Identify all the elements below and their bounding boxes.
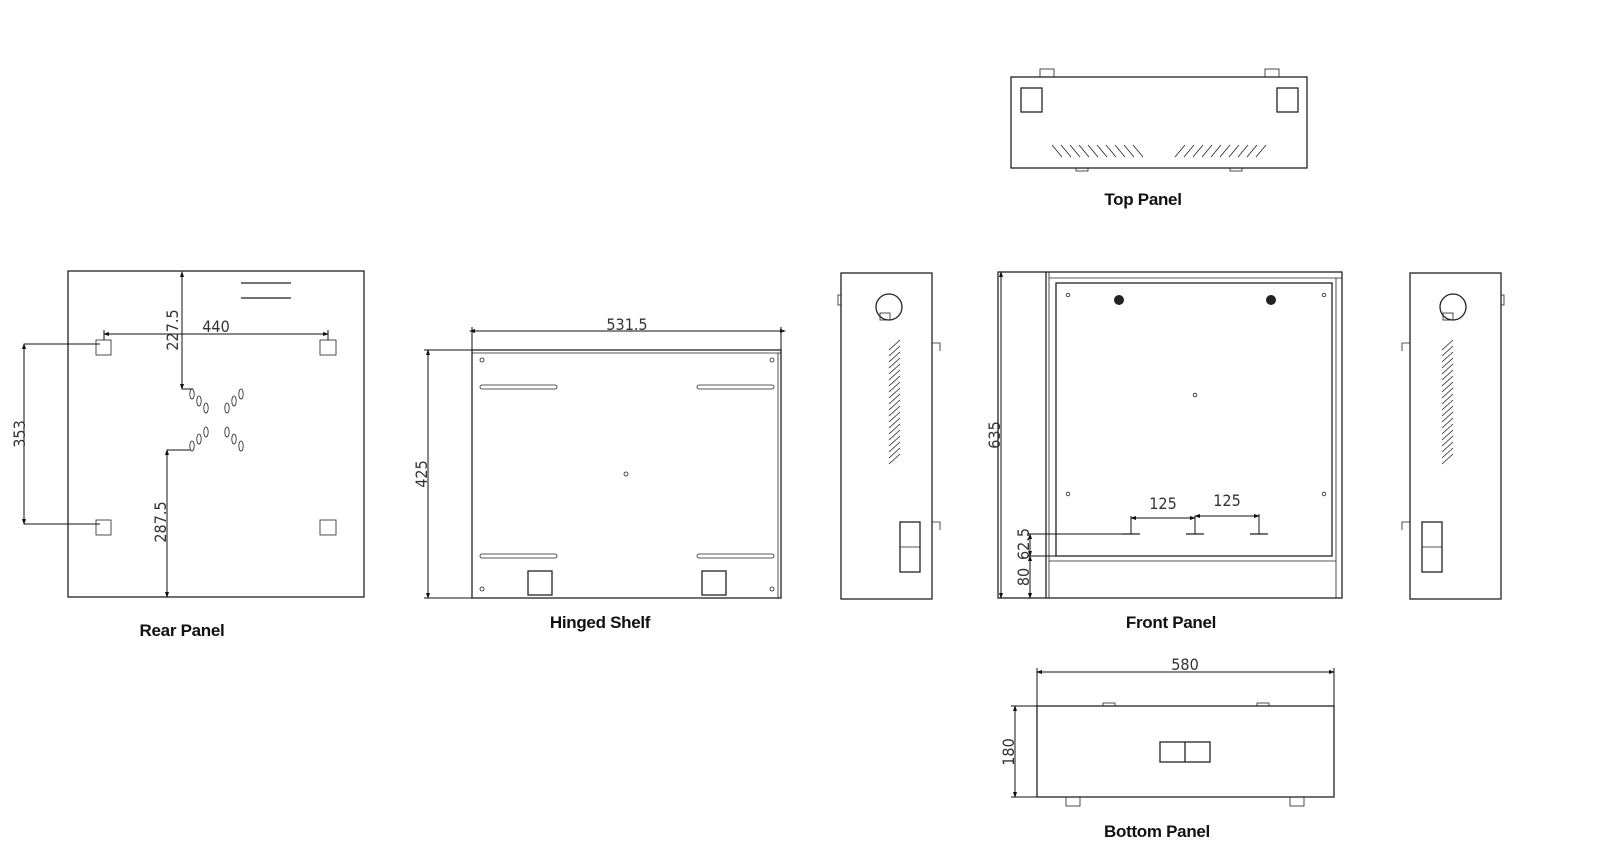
vent-slot [1441,381,1454,393]
vent-slot [888,363,901,375]
vent-slot [1441,453,1454,465]
vent-slot [1096,144,1108,158]
vent-slot [888,447,901,459]
hinged-shelf-view: 531.5 425 Hinged Shelf [412,315,786,632]
keyhole-slot [189,388,195,400]
vent-slot [1441,411,1454,423]
vent-slot [888,357,901,369]
vent-slot [888,453,901,465]
vent-slot [1078,144,1090,158]
vent-slot [888,429,901,441]
keyhole-slot [224,402,230,414]
vent-slot [1441,345,1454,357]
dim-531-5: 531.5 [606,315,647,334]
vent-slot [1441,435,1454,447]
keyhole-slot [203,426,209,438]
keyhole-slot [196,433,202,445]
dim-125-right: 125 [1213,491,1240,510]
vent-slot [1051,144,1063,158]
vent-slot [888,369,901,381]
vent-slot [888,381,901,393]
vent-slot [1105,144,1117,158]
vent-slot [1183,144,1195,158]
vent-slot [1441,369,1454,381]
vent-slot [888,393,901,405]
front-panel-view: 125 125 635 62.5 80 Front Panel [985,271,1343,632]
vent-slot [1441,429,1454,441]
vent-slot [1201,144,1213,158]
vent-slot [888,351,901,363]
dim-635: 635 [985,421,1004,448]
dim-425: 425 [412,460,431,487]
vent-slot [1060,144,1072,158]
bottom-panel-label: Bottom Panel [1104,822,1210,841]
hinged-shelf-label: Hinged Shelf [550,613,651,632]
rear-panel-view: 440 227.5 353 287.5 Rear Panel [10,270,365,640]
vent-slot [888,417,901,429]
vent-slot [1246,144,1258,158]
vent-slot [1441,417,1454,429]
keyhole-slot [238,440,244,452]
keyhole-slot [224,426,230,438]
right-side-panel-view [1401,272,1505,600]
vent-slot [1441,387,1454,399]
dim-125-left: 125 [1149,494,1176,513]
vent-slot [888,375,901,387]
dim-227-5: 227.5 [163,309,182,350]
vent-slot [1219,144,1231,158]
vent-slot [888,387,901,399]
dim-180: 180 [999,738,1018,765]
vent-slot [1210,144,1222,158]
vent-slot [1192,144,1204,158]
keyhole-slot [189,440,195,452]
vent-slot [1123,144,1135,158]
keyhole-slot [231,395,237,407]
vent-slot [1441,423,1454,435]
dim-80: 80 [1014,568,1033,586]
vent-slot [1132,144,1144,158]
vent-slot [1114,144,1126,158]
front-panel-label: Front Panel [1126,613,1216,632]
vent-slot [1228,144,1240,158]
vent-slot [1087,144,1099,158]
vent-slot [1441,393,1454,405]
vent-slot [1174,144,1186,158]
vent-slot [1441,351,1454,363]
keyhole-slot [238,388,244,400]
top-panel-view: Top Panel [1010,68,1308,209]
vent-slot [1441,357,1454,369]
vent-slot [888,435,901,447]
vent-slot [888,411,901,423]
vent-slot [1255,144,1267,158]
dim-440: 440 [202,317,229,336]
vent-slot [888,405,901,417]
left-side-panel-view [837,272,941,600]
bottom-panel-view: 580 180 Bottom Panel [999,655,1335,841]
vent-slot [1441,363,1454,375]
vent-slot [888,423,901,435]
dim-62-5: 62.5 [1014,528,1033,560]
dim-580: 580 [1171,655,1198,674]
keyhole-slot [203,402,209,414]
vent-slot [1441,339,1454,351]
dim-287-5: 287.5 [151,501,170,542]
top-panel-label: Top Panel [1104,190,1181,209]
rear-panel-label: Rear Panel [140,621,225,640]
vent-slot [1441,441,1454,453]
vent-slot [888,345,901,357]
vent-slot [888,441,901,453]
vent-slot [1441,375,1454,387]
vent-slot [1069,144,1081,158]
vent-slot [1441,405,1454,417]
keyhole-slot [231,433,237,445]
vent-slot [1237,144,1249,158]
vent-slot [1441,399,1454,411]
vent-slot [1441,447,1454,459]
keyhole-slot [196,395,202,407]
dim-353: 353 [10,420,29,447]
vent-slot [888,339,901,351]
vent-slot [888,399,901,411]
